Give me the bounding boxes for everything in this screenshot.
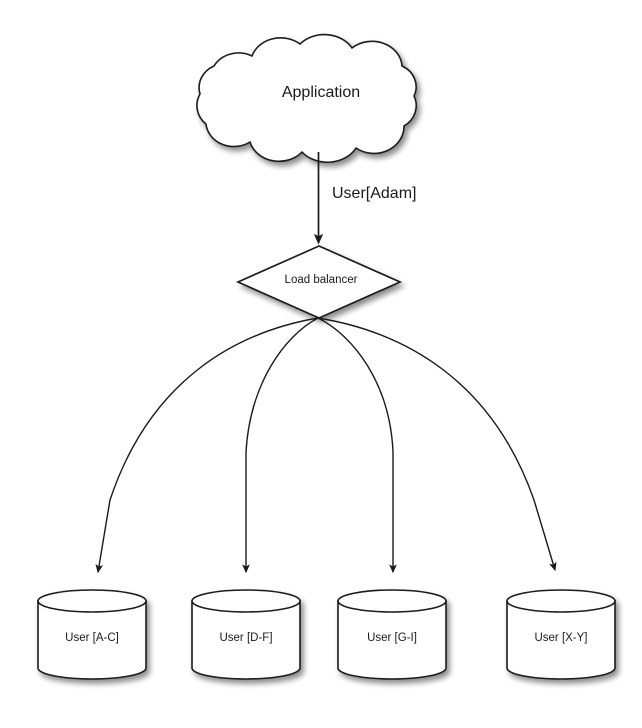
edge-loadbalancer-to-db-0: [95, 317, 319, 574]
database-label-3: User [X-Y]: [534, 632, 588, 644]
database-label-1: User [D-F]: [219, 632, 273, 644]
edge-loadbalancer-to-db-2: [317, 317, 397, 574]
database-cylinder-3: [506, 589, 616, 680]
database-label-2: User [G-I]: [367, 632, 417, 644]
database-cylinder-0: [37, 589, 147, 680]
edge-loadbalancer-to-db-1: [242, 317, 319, 574]
database-label-0: User [A-C]: [65, 632, 119, 644]
edge-label-user-adam: User[Adam]: [332, 185, 417, 202]
database-cylinder-2: [337, 589, 447, 680]
database-cylinder-1: [191, 589, 301, 680]
application-label: Application: [281, 84, 361, 101]
application-cloud-shape: [196, 33, 417, 164]
loadbalancer-label: Load balancer: [284, 274, 358, 286]
edge-loadbalancer-to-db-3: [317, 317, 557, 572]
